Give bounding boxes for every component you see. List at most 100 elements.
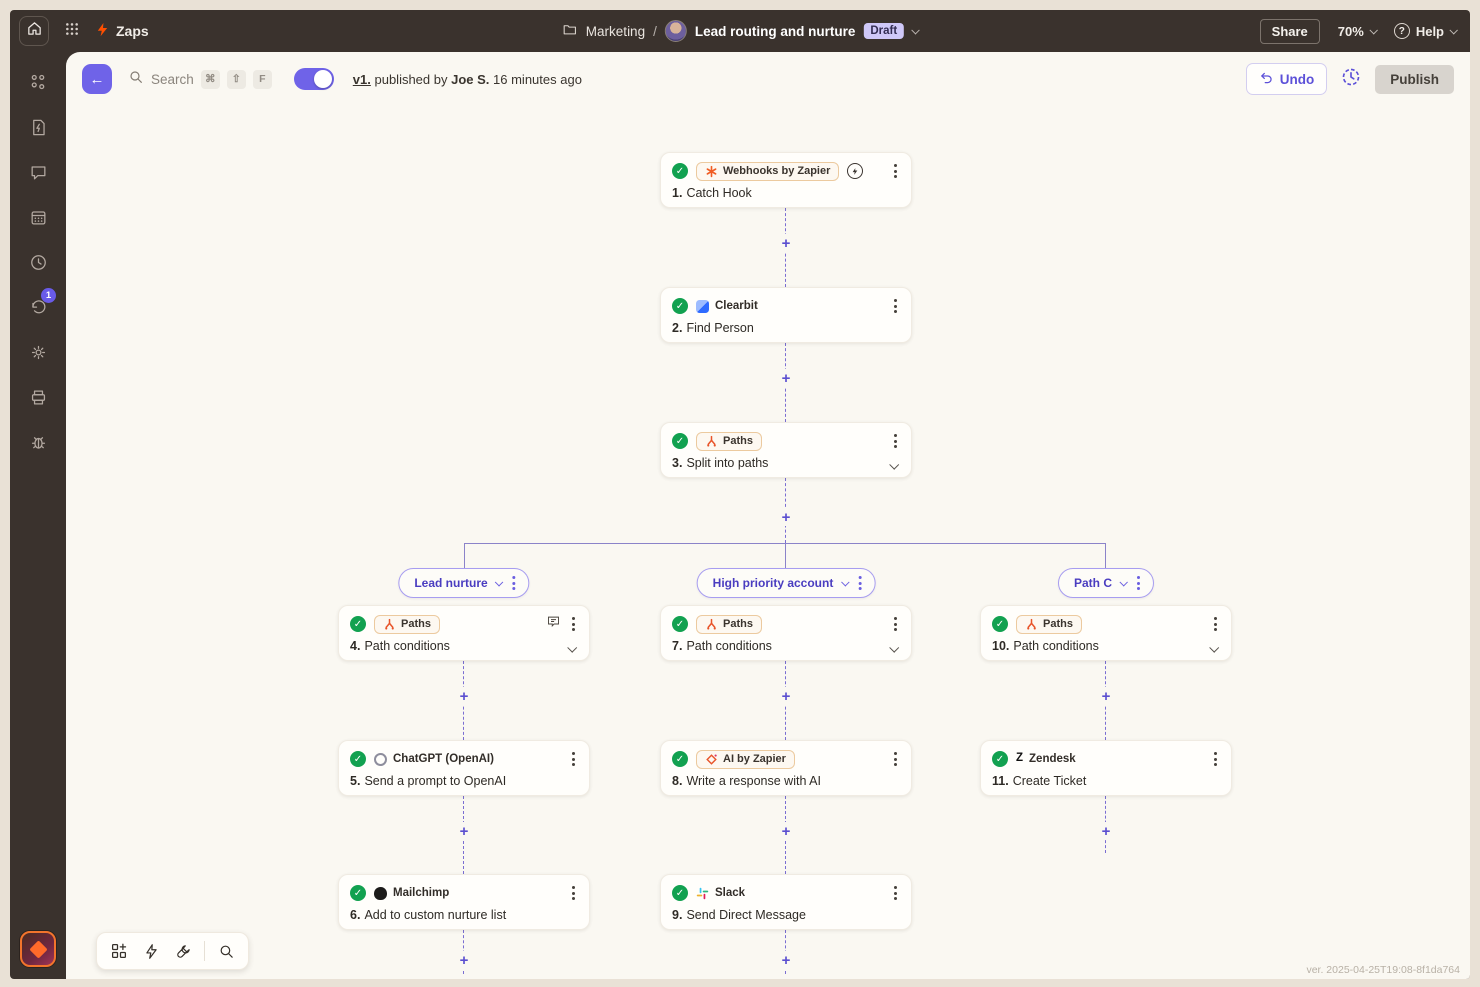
app-chip-webhooks[interactable]: Webhooks by Zapier xyxy=(696,161,840,181)
shortcut-key-shift: ⇧ xyxy=(226,69,246,89)
step-card-5[interactable]: ✓ ChatGPT (OpenAI) 5. Send a prompt to O… xyxy=(338,740,590,796)
app-chip-paths[interactable]: Paths xyxy=(374,614,440,634)
step-number: 4. xyxy=(350,639,361,653)
add-step-button[interactable]: + xyxy=(1097,687,1115,705)
add-step-button[interactable]: + xyxy=(777,369,795,387)
app-label-chatgpt[interactable]: ChatGPT (OpenAI) xyxy=(374,752,494,766)
tools-tool[interactable] xyxy=(169,938,197,964)
step-card-1[interactable]: ✓ Webhooks by Zapier 1. Catch Hook xyxy=(660,152,912,208)
branch-menu-button[interactable] xyxy=(510,574,519,592)
add-step-button[interactable]: + xyxy=(777,508,795,526)
step-card-7[interactable]: ✓ Paths 7. Path conditions xyxy=(660,605,912,661)
step-menu-button[interactable] xyxy=(1211,615,1220,633)
step-number: 3. xyxy=(672,456,683,470)
sidebar-item-comments[interactable] xyxy=(22,156,54,188)
version-status-text: v1. published by Joe S. 16 minutes ago xyxy=(353,72,582,87)
search-control[interactable]: Search ⌘ ⇧ F xyxy=(128,69,272,90)
branch-pill-lead-nurture[interactable]: Lead nurture xyxy=(398,568,530,598)
app-grid-button[interactable] xyxy=(64,21,80,42)
app-label-slack[interactable]: Slack xyxy=(696,887,745,900)
app-chip-paths[interactable]: Paths xyxy=(1016,614,1082,634)
version-toggle[interactable] xyxy=(293,68,334,90)
step-card-11[interactable]: ✓ Z Zendesk 11. Create Ticket xyxy=(980,740,1232,796)
app-name: Clearbit xyxy=(715,300,758,312)
step-menu-button[interactable] xyxy=(891,297,900,315)
sidebar-item-history[interactable]: 1 xyxy=(22,288,56,323)
step-number: 2. xyxy=(672,321,683,335)
step-number: 5. xyxy=(350,774,361,788)
version-number-link[interactable]: v1. xyxy=(352,71,371,87)
trigger-tool[interactable] xyxy=(137,938,165,964)
step-menu-button[interactable] xyxy=(569,884,578,902)
add-step-button[interactable]: + xyxy=(777,822,795,840)
sidebar-item-debug[interactable] xyxy=(22,426,54,458)
add-step-button[interactable]: + xyxy=(455,687,473,705)
app-chip-paths[interactable]: Paths xyxy=(696,431,762,451)
add-node-tool[interactable] xyxy=(105,938,133,964)
app-chip-ai-by-zapier[interactable]: AI by Zapier xyxy=(696,749,795,769)
app-chip-paths[interactable]: Paths xyxy=(696,614,762,634)
expand-chevron[interactable] xyxy=(889,458,900,472)
step-card-10[interactable]: ✓ Paths 10. Path conditions xyxy=(980,605,1232,661)
step-card-3[interactable]: ✓ Paths 3. Split into paths xyxy=(660,422,912,478)
step-number: 6. xyxy=(350,908,361,922)
add-step-button[interactable]: + xyxy=(1097,822,1115,840)
instant-trigger-icon xyxy=(847,163,864,179)
step-card-9[interactable]: ✓ Slack 9. Send Direct Message xyxy=(660,874,912,930)
step-card-6[interactable]: ✓ Mailchimp 6. Add to custom nurture lis… xyxy=(338,874,590,930)
undo-button[interactable]: Undo xyxy=(1245,63,1328,95)
step-menu-button[interactable] xyxy=(891,750,900,768)
app-label-clearbit[interactable]: Clearbit xyxy=(696,299,758,313)
product-logo[interactable]: Zaps xyxy=(95,21,149,41)
sidebar-item-printer[interactable] xyxy=(22,381,54,413)
app-label-mailchimp[interactable]: Mailchimp xyxy=(374,886,449,900)
branch-menu-button[interactable] xyxy=(855,574,864,592)
branch-menu-button[interactable] xyxy=(1134,574,1143,592)
add-step-button[interactable]: + xyxy=(455,822,473,840)
back-button[interactable]: ← xyxy=(82,64,112,94)
sidebar-item-zap-steps[interactable] xyxy=(22,66,54,98)
lightning-icon xyxy=(145,943,157,959)
step-card-4[interactable]: ✓ Paths 4. Path conditions xyxy=(338,605,590,661)
step-menu-button[interactable] xyxy=(569,615,578,633)
run-history-button[interactable] xyxy=(1336,64,1366,94)
sidebar-item-clock[interactable] xyxy=(22,246,54,278)
chevron-down-icon[interactable] xyxy=(495,578,504,587)
workflow-canvas[interactable]: + + + Lead nurture High priority account xyxy=(66,106,1470,979)
ai-assistant-button[interactable] xyxy=(20,931,56,967)
note-icon[interactable] xyxy=(546,614,561,634)
step-menu-button[interactable] xyxy=(891,615,900,633)
timer-icon xyxy=(1340,66,1362,93)
home-button[interactable] xyxy=(19,16,49,46)
branch-pill-high-priority[interactable]: High priority account xyxy=(696,568,876,598)
sidebar-item-document[interactable] xyxy=(22,111,54,143)
step-menu-button[interactable] xyxy=(891,162,900,180)
step-card-8[interactable]: ✓ AI by Zapier 8. Write a response with … xyxy=(660,740,912,796)
expand-chevron[interactable] xyxy=(889,641,900,655)
canvas-search-tool[interactable] xyxy=(212,938,240,964)
chevron-down-icon[interactable] xyxy=(1119,578,1128,587)
zoom-level-dropdown[interactable]: 70% xyxy=(1338,24,1378,39)
expand-chevron[interactable] xyxy=(1209,641,1220,655)
step-card-2[interactable]: ✓ Clearbit 2. Find Person xyxy=(660,287,912,343)
publish-button[interactable]: Publish xyxy=(1375,64,1454,94)
sidebar-item-settings[interactable] xyxy=(22,336,54,368)
add-step-button[interactable]: + xyxy=(455,951,473,969)
branch-pill-path-c[interactable]: Path C xyxy=(1057,568,1155,598)
share-button[interactable]: Share xyxy=(1259,18,1320,44)
chevron-down-icon[interactable] xyxy=(840,578,850,587)
sidebar-item-calendar[interactable] xyxy=(22,201,54,233)
step-menu-button[interactable] xyxy=(891,884,900,902)
help-menu[interactable]: ? Help xyxy=(1393,23,1458,39)
add-step-button[interactable]: + xyxy=(777,687,795,705)
add-step-button[interactable]: + xyxy=(777,234,795,252)
step-menu-button[interactable] xyxy=(569,750,578,768)
add-step-button[interactable]: + xyxy=(777,951,795,969)
expand-chevron[interactable] xyxy=(567,641,578,655)
chevron-down-icon[interactable] xyxy=(911,26,921,35)
zap-title[interactable]: Lead routing and nurture xyxy=(694,23,856,39)
step-menu-button[interactable] xyxy=(891,432,900,450)
breadcrumb-folder[interactable]: Marketing xyxy=(585,23,646,39)
app-label-zendesk[interactable]: Z Zendesk xyxy=(1016,753,1076,765)
step-menu-button[interactable] xyxy=(1211,750,1220,768)
